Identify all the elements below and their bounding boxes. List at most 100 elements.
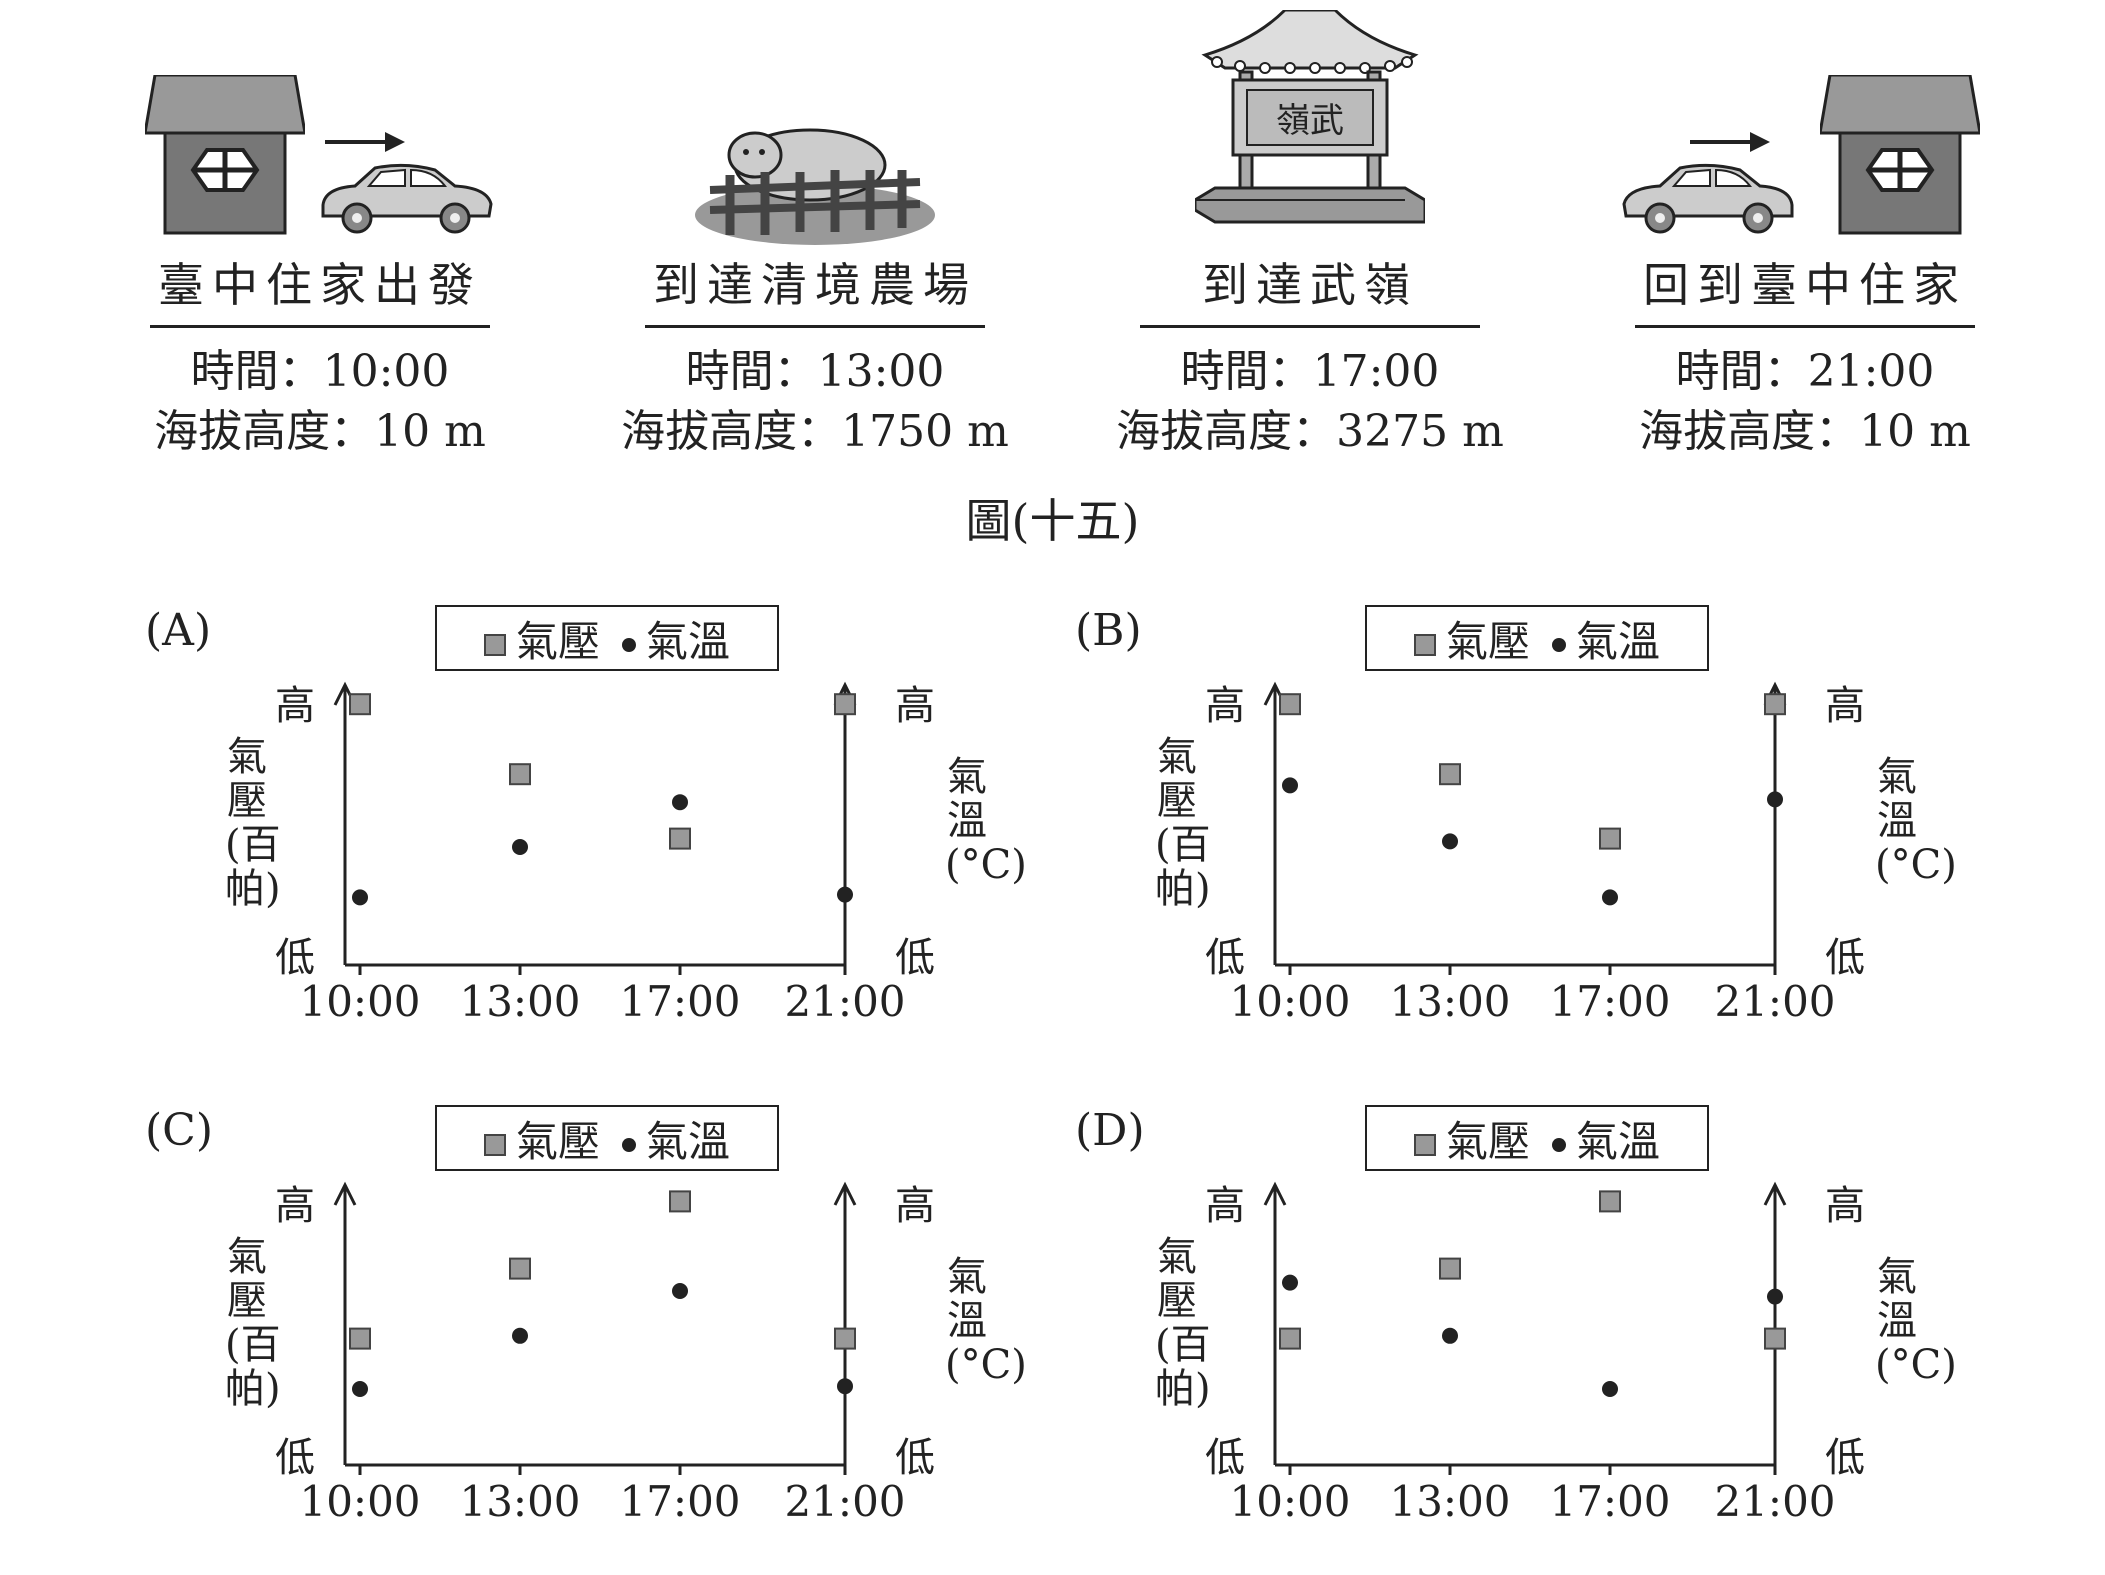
legend-pressure-label: 氣壓: [1445, 1116, 1530, 1166]
left-high-label: 高: [275, 1183, 315, 1229]
legend-pressure: 氣壓: [483, 608, 600, 669]
divider: [150, 325, 490, 328]
legend-pressure-label: 氣壓: [515, 616, 600, 666]
temperature-point: [837, 886, 853, 903]
stop-time: 時間：21:00: [1675, 346, 1935, 397]
x-tick-label: 10:00: [299, 977, 421, 1026]
pressure-point: [1599, 1190, 1621, 1213]
dot-marker-icon: [622, 637, 636, 652]
divider: [645, 325, 985, 328]
right-low-label: 低: [895, 935, 935, 981]
pressure-point: [1279, 1327, 1301, 1350]
legend-temperature: 氣溫: [1552, 1108, 1660, 1169]
stop-label: 到達武嶺: [1202, 258, 1418, 312]
left-low-label: 低: [275, 1435, 315, 1481]
pressure-point: [834, 693, 856, 716]
figure-title: 圖(十五): [965, 494, 1140, 548]
x-tick-label: 21:00: [1714, 1477, 1836, 1526]
dot-marker-icon: [622, 1137, 636, 1152]
pressure-point: [509, 1257, 531, 1280]
legend-temperature: 氣溫: [622, 608, 730, 669]
scatter-plot: [333, 681, 857, 975]
pressure-point: [1599, 827, 1621, 850]
x-tick-label: 10:00: [1229, 1477, 1351, 1526]
stop-return: 回到臺中住家 時間：21:00 海拔高度：10 m: [1635, 255, 1975, 462]
x-tick-label: 10:00: [1229, 977, 1351, 1026]
stop-time: 時間：13:00: [685, 346, 945, 397]
square-marker-icon: [483, 1133, 506, 1156]
sheep-farm-icon: [695, 128, 935, 245]
temperature-point: [512, 839, 528, 855]
stop-label: 臺中住家出發: [158, 258, 482, 312]
x-tick-label: 17:00: [1549, 977, 1671, 1026]
pressure-point: [349, 693, 371, 716]
square-marker-icon: [1413, 633, 1436, 656]
temperature-point: [1282, 1274, 1298, 1291]
temperature-point: [672, 794, 688, 811]
legend: 氣壓氣溫: [1365, 605, 1709, 671]
divider: [1635, 325, 1975, 328]
legend-pressure: 氣壓: [1413, 608, 1530, 669]
pressure-point: [1279, 693, 1301, 716]
square-marker-icon: [483, 633, 506, 656]
legend-pressure: 氣壓: [1413, 1108, 1530, 1169]
scatter-plot: [1263, 681, 1787, 975]
pressure-point: [1439, 1257, 1461, 1280]
x-tick-label: 13:00: [459, 977, 581, 1026]
dot-marker-icon: [1552, 1137, 1566, 1152]
temperature-point: [1767, 791, 1783, 808]
stop-altitude: 海拔高度：10 m: [1639, 406, 1971, 457]
stop-start: 臺中住家出發 時間：10:00 海拔高度：10 m: [150, 255, 490, 462]
stop-farm: 到達清境農場 時間：13:00 海拔高度：1750 m: [621, 255, 1009, 462]
legend-temperature-label: 氣溫: [1576, 1116, 1661, 1166]
legend-temperature-label: 氣溫: [646, 616, 731, 666]
pressure-point: [509, 763, 531, 786]
x-tick-label: 21:00: [784, 977, 906, 1026]
x-tick-label: 21:00: [784, 1477, 906, 1526]
right-high-label: 高: [895, 1183, 935, 1229]
temperature-point: [352, 1381, 368, 1397]
arrow-right-icon: [325, 132, 405, 152]
house-end-icon: [1820, 75, 1980, 235]
x-tick-label: 13:00: [1389, 1477, 1511, 1526]
legend-pressure-label: 氣壓: [1445, 616, 1530, 666]
temperature-point: [672, 1283, 688, 1299]
x-tick-label: 17:00: [619, 1477, 741, 1526]
stop-altitude: 海拔高度：3275 m: [1116, 406, 1504, 457]
right-low-label: 低: [1825, 1435, 1865, 1481]
arrow-up-icon: [1263, 1181, 1287, 1206]
temperature-point: [837, 1378, 853, 1395]
stop-wuling: 到達武嶺 時間：17:00 海拔高度：3275 m: [1116, 255, 1504, 462]
temperature-point: [1442, 833, 1458, 850]
legend: 氣壓氣溫: [1365, 1105, 1709, 1171]
legend: 氣壓氣溫: [435, 605, 779, 671]
x-tick-label: 21:00: [1714, 977, 1836, 1026]
legend-temperature: 氣溫: [622, 1108, 730, 1169]
left-low-label: 低: [275, 935, 315, 981]
right-low-label: 低: [895, 1435, 935, 1481]
temperature-point: [1767, 1288, 1783, 1305]
house-start-icon: [145, 75, 305, 235]
pressure-point: [669, 1190, 691, 1213]
temperature-point: [1602, 889, 1618, 906]
legend-temperature-label: 氣溫: [1576, 616, 1661, 666]
arrow-up-icon: [333, 1181, 357, 1206]
pressure-point: [834, 1327, 856, 1350]
stop-label: 回到臺中住家: [1643, 258, 1967, 312]
temperature-point: [1442, 1327, 1458, 1344]
arrow-up-icon: [1763, 1181, 1787, 1206]
x-tick-label: 13:00: [1389, 977, 1511, 1026]
sign-text: 嶺武: [1276, 101, 1344, 141]
stop-altitude: 海拔高度：1750 m: [621, 406, 1009, 457]
scatter-plot: [1263, 1181, 1787, 1475]
pressure-point: [669, 827, 691, 850]
arrow-up-icon: [833, 1181, 857, 1206]
car-icon: [1622, 163, 1794, 234]
legend-temperature-label: 氣溫: [646, 1116, 731, 1166]
right-high-label: 高: [895, 683, 935, 729]
x-tick-label: 17:00: [1549, 1477, 1671, 1526]
stop-time: 時間：17:00: [1180, 346, 1440, 397]
pressure-point: [1764, 693, 1786, 716]
